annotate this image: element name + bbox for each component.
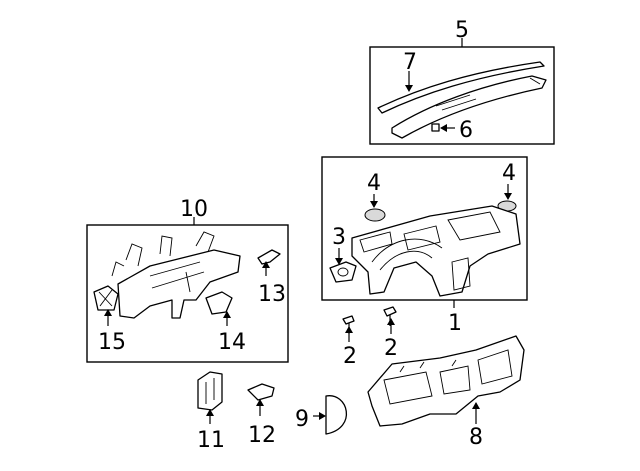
callout-4b: 4: [502, 161, 516, 186]
callout-15: 15: [98, 330, 126, 355]
clip-part-12: [247, 383, 275, 416]
callout-6: 6: [459, 118, 473, 143]
callout-8: 8: [469, 425, 483, 450]
end-cap-part-3: [329, 261, 357, 283]
group-box-5: [369, 38, 555, 145]
callout-2a: 2: [343, 344, 357, 369]
group-box-10-frame: [86, 224, 289, 363]
bolt-right-part-2: [383, 306, 397, 334]
callout-2b: 2: [384, 336, 398, 361]
callout-14: 14: [218, 330, 246, 355]
group-box-1: [321, 156, 528, 308]
group-box-1-frame: [321, 156, 528, 301]
group-box-10: [86, 217, 289, 363]
clip-part-6: [431, 123, 440, 132]
grille-slots: [435, 94, 477, 111]
defroster-grille-panel: [391, 75, 547, 139]
callout-13: 13: [258, 282, 286, 307]
lower-panel-part-8: [367, 335, 525, 427]
callout-4a: 4: [367, 171, 381, 196]
center-vents: [403, 225, 441, 251]
callout-11: 11: [197, 428, 225, 453]
callout-3: 3: [332, 225, 346, 250]
callout-5: 5: [455, 18, 469, 43]
callout-12: 12: [248, 423, 276, 448]
callout-7: 7: [403, 50, 417, 75]
bracket-part-13: [257, 249, 281, 265]
callout-10: 10: [180, 197, 208, 222]
bracket-part-14: [205, 291, 233, 315]
callout-1: 1: [448, 311, 462, 336]
cover-part-9: [313, 395, 347, 435]
beam-brackets: [111, 231, 215, 277]
bracket-part-11: [197, 371, 223, 424]
instrument-panel-part-1: [351, 205, 521, 297]
bolt-left-part-2: [342, 315, 355, 342]
trim-strip-part-7: [377, 61, 545, 114]
callout-9: 9: [295, 407, 309, 432]
cross-car-beam: [117, 249, 241, 319]
speaker-grille-left-part-4: [364, 208, 386, 222]
